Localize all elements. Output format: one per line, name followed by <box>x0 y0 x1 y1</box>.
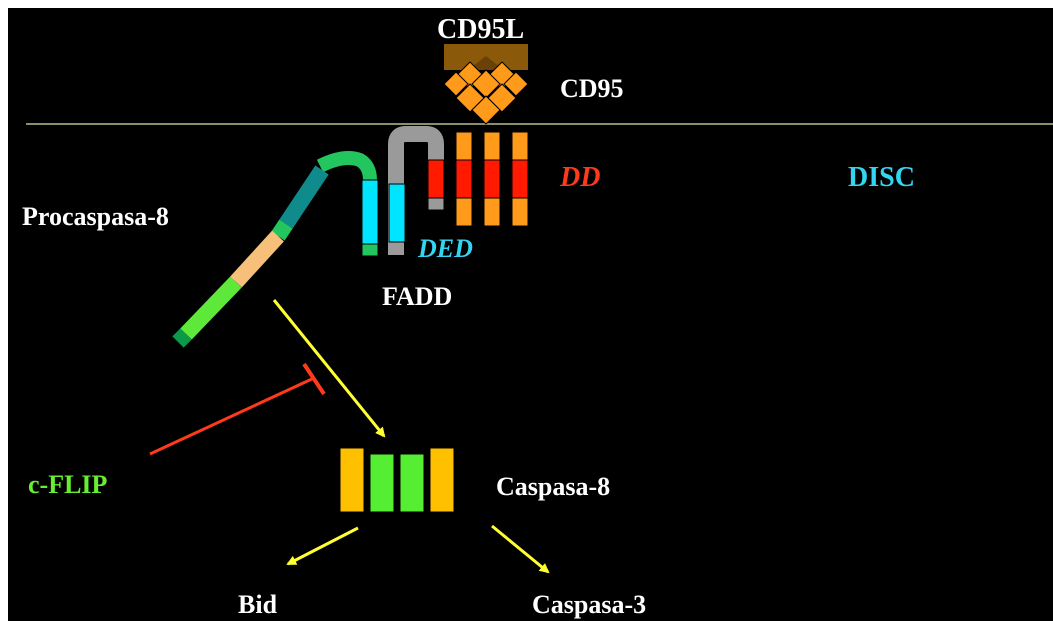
procaspase-8-chain <box>172 151 379 348</box>
black-panel <box>8 8 1053 621</box>
label-cflip: c-FLIP <box>28 470 108 499</box>
cflip-inhibition <box>149 362 326 456</box>
label-dd: DD <box>560 162 601 193</box>
activation-arrow <box>272 299 386 438</box>
label-cd95: CD95 <box>560 74 624 103</box>
caspase-8-active <box>339 447 455 513</box>
label-disc: DISC <box>848 162 915 193</box>
label-caspasa8: Caspasa-8 <box>496 472 611 501</box>
fadd-adaptor <box>388 126 445 255</box>
label-ded: DED <box>418 234 473 263</box>
receptor-death-domains <box>455 131 529 227</box>
label-caspasa3: Caspasa-3 <box>532 590 647 619</box>
label-procaspasa8: Procaspasa-8 <box>22 202 169 231</box>
arrow-to-caspasa3 <box>491 524 550 574</box>
label-cd95l: CD95L <box>437 14 525 45</box>
label-bid: Bid <box>238 590 278 619</box>
cd95l-ligand <box>444 44 528 70</box>
arrow-to-bid <box>286 526 359 566</box>
cd95-receptor <box>443 61 529 125</box>
label-fadd: FADD <box>382 282 453 311</box>
